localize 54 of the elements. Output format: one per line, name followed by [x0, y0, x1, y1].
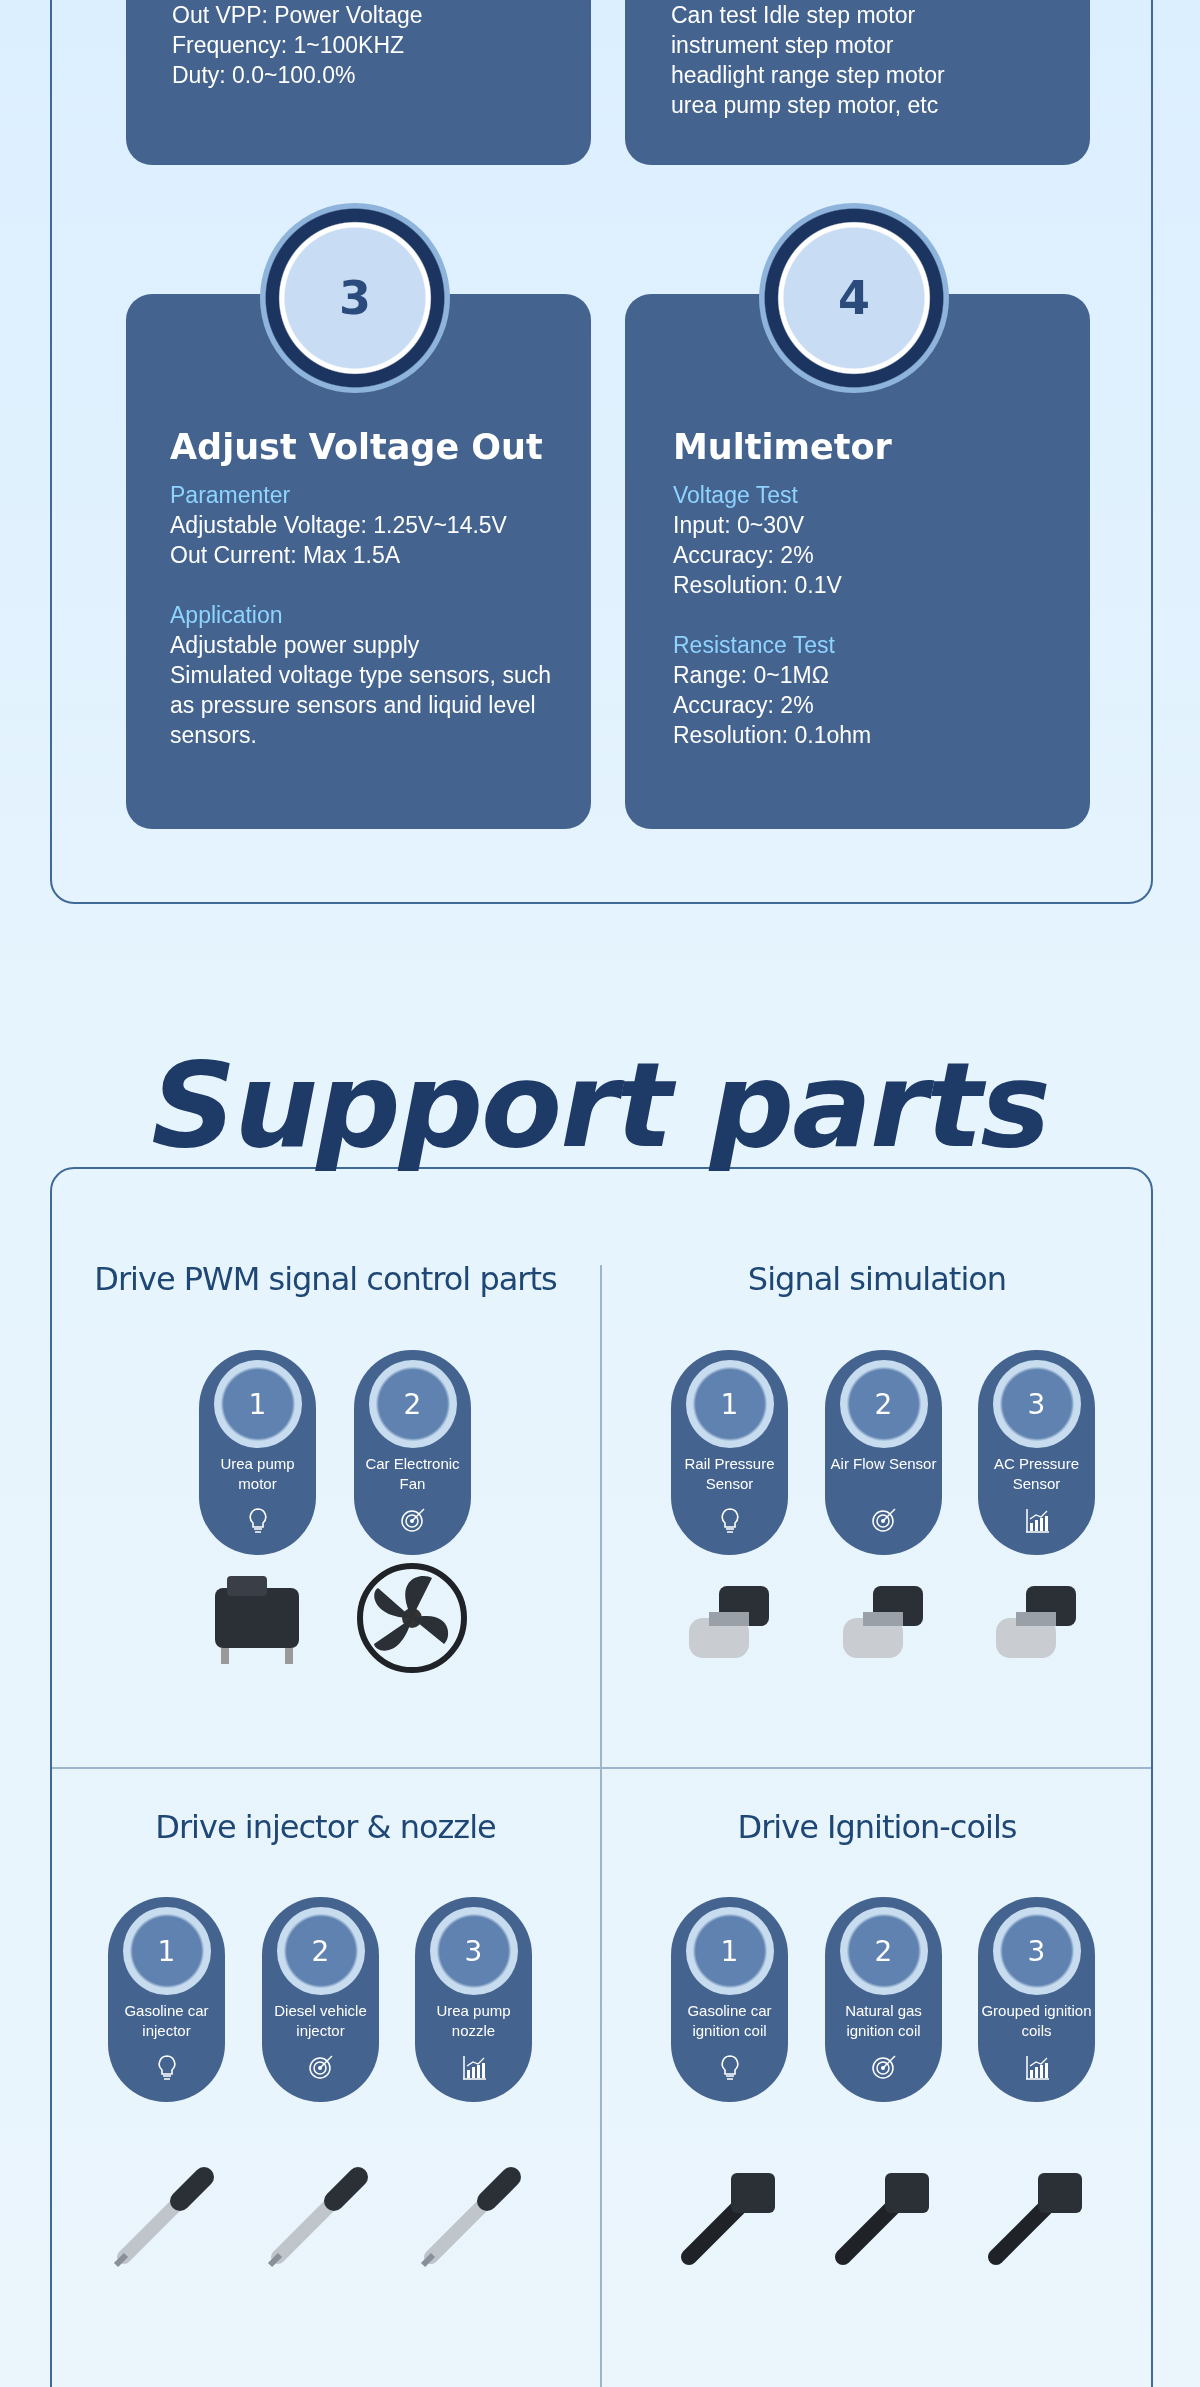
card-title: Multimetor [673, 426, 893, 469]
number-circle: 3 [429, 1907, 518, 1995]
spec-line: Resolution: 0.1V [673, 571, 843, 600]
item-name: Rail Pressure Sensor [683, 1454, 776, 1494]
spec-line: headlight range step motor [671, 61, 946, 90]
item-name: Diesel vehicle injector [273, 2001, 368, 2041]
spec-line: instrument step motor [671, 31, 895, 60]
section-heading: Drive Ignition-coils [736, 1808, 1018, 1846]
number-circle: 1 [685, 1907, 774, 1995]
item-name: Grouped ignition coils [980, 2001, 1093, 2041]
item-name: Urea pump nozzle [435, 2001, 512, 2041]
page-title: Support parts [150, 1035, 1050, 1175]
number-badge: 4 [759, 203, 949, 393]
spec-line: urea pump step motor, etc [671, 91, 940, 120]
spec-line: Resolution: 0.1ohm [673, 721, 873, 750]
section-heading: Paramenter [170, 481, 292, 510]
number-circle: 2 [276, 1907, 365, 1995]
number-circle: 2 [839, 1360, 928, 1448]
spec-line: Can test Idle step motor [671, 1, 917, 30]
section-heading: Voltage Test [673, 481, 799, 510]
number-badge: 3 [260, 203, 450, 393]
card-title: Adjust Voltage Out [170, 426, 544, 469]
spec-card [625, 0, 1090, 165]
spec-line: Range: 0~1MΩ [673, 661, 830, 690]
spec-line: Out VPP: Power Voltage [172, 1, 424, 30]
item-name: Car Electronic Fan [364, 1454, 461, 1494]
number-circle: 1 [122, 1907, 211, 1995]
item-name: AC Pressure Sensor [993, 1454, 1080, 1494]
number-circle: 1 [213, 1360, 302, 1448]
spec-line: Adjustable Voltage: 1.25V~14.5V [170, 511, 508, 540]
section-heading: Drive PWM signal control parts [93, 1260, 558, 1298]
item-name: Natural gas ignition coil [844, 2001, 923, 2041]
spec-line: Frequency: 1~100KHZ [172, 31, 406, 60]
spec-card [126, 0, 591, 165]
number-circle: 2 [368, 1360, 457, 1448]
item-name: Gasoline car injector [123, 2001, 210, 2041]
number-circle: 2 [839, 1907, 928, 1995]
section-heading: Application [170, 601, 284, 630]
number-circle: 3 [992, 1907, 1081, 1995]
item-name: Air Flow Sensor [829, 1454, 938, 1474]
section-heading: Drive injector & nozzle [154, 1808, 497, 1846]
number-circle: 3 [992, 1360, 1081, 1448]
section-heading: Signal simulation [746, 1260, 1008, 1298]
item-name: Urea pump motor [219, 1454, 296, 1494]
section-heading: Resistance Test [673, 631, 836, 660]
spec-line: Out Current: Max 1.5A [170, 541, 402, 570]
spec-line: Accuracy: 2% [673, 691, 815, 720]
number-circle: 1 [685, 1360, 774, 1448]
spec-line: Input: 0~30V [673, 511, 806, 540]
spec-line: Simulated voltage type sensors, such as pressure sensors and liquid level sensors. [170, 661, 552, 750]
spec-line: Accuracy: 2% [673, 541, 815, 570]
spec-line: Duty: 0.0~100.0% [172, 61, 357, 90]
item-name: Gasoline car ignition coil [686, 2001, 773, 2041]
spec-line: Adjustable power supply [170, 631, 421, 660]
